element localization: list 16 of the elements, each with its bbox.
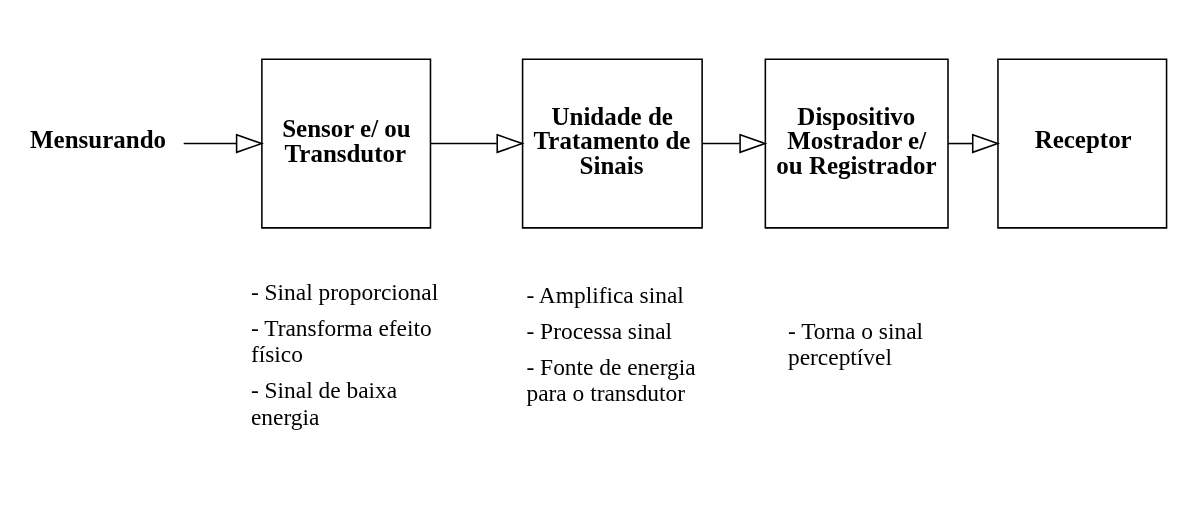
- arrow: [701, 133, 768, 154]
- node-label: - Sinal de baixa energia: [250, 377, 398, 430]
- node-label: - Torna o sinal perceptível: [787, 317, 924, 371]
- node-label: - Processa sinal: [526, 317, 673, 344]
- node-box: Dispositivo Mostrador e/ ou Registrador: [764, 58, 949, 229]
- arrow: [430, 133, 525, 154]
- node-label: - Amplifica sinal: [526, 281, 684, 308]
- node-label: - Fonte de energia para o transdutor: [526, 353, 696, 407]
- node-box: Sensor e/ ou Transdutor: [261, 58, 432, 229]
- arrow: [182, 133, 264, 154]
- node-text: Mensurando: [30, 125, 167, 153]
- node-label: - Transforma efeito físico: [250, 314, 432, 368]
- node-box: Unidade de Tratamento de Sinais: [521, 58, 703, 229]
- node-label: - Sinal proporcional: [250, 278, 439, 305]
- arrow: [947, 133, 1001, 154]
- node-box: Receptor: [997, 58, 1168, 229]
